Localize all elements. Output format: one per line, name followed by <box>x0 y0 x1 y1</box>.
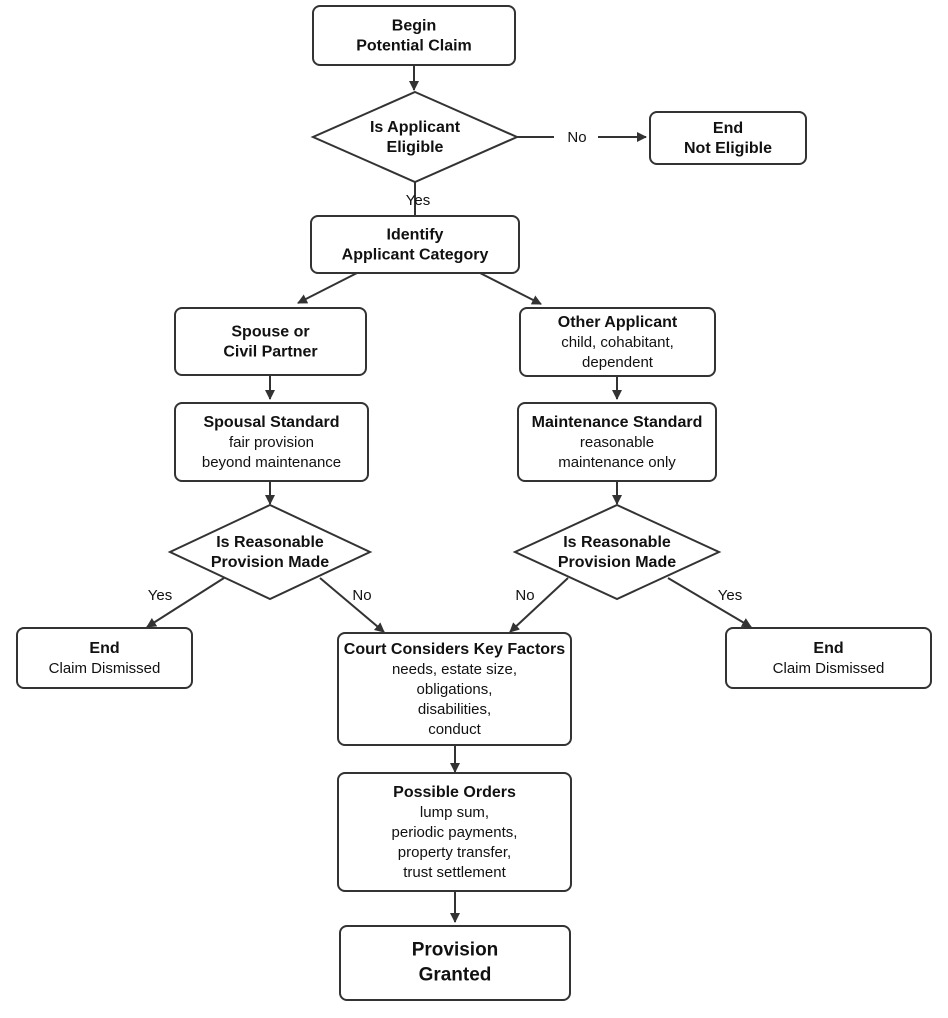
node-title-text: Identify <box>387 227 444 244</box>
node-detail-text: trust settlement <box>403 864 506 881</box>
edge-line <box>146 577 225 628</box>
node-other: Other Applicant child, cohabitant, depende… <box>519 307 716 377</box>
process-box <box>519 307 716 377</box>
node-title-text: Applicant Category <box>342 247 489 264</box>
node-title-text: Court Considers Key Factors <box>344 641 565 658</box>
edge-label: Yes <box>148 587 172 604</box>
process-box <box>310 215 520 274</box>
node-title-text: Eligible <box>387 139 444 156</box>
node-orders: Possible Orders lump sum, periodic payment… <box>337 772 572 892</box>
node-detail-text: needs, estate size, <box>392 661 517 678</box>
node-title-text: Is Reasonable <box>216 534 324 551</box>
decision-diamond <box>310 90 520 184</box>
node-spousal-std: Spousal Standard fair provision beyond mai… <box>174 402 369 482</box>
edge-label: No <box>515 587 534 604</box>
process-box <box>337 772 572 892</box>
node-title-text: Spouse or <box>231 324 309 341</box>
node-title-text: End <box>713 120 743 137</box>
edge-reasonable-right-court: No <box>509 577 569 633</box>
edge-reasonable-left-court: No <box>319 577 385 633</box>
node-spouse: Spouse or Civil Partner <box>174 307 367 376</box>
edge-identify-other <box>479 272 542 305</box>
node-detail-text: Claim Dismissed <box>773 660 885 677</box>
decision-diamond <box>167 503 373 601</box>
node-detail-text: fair provision <box>229 434 314 451</box>
node-title-text: Possible Orders <box>393 784 516 801</box>
edge-line <box>479 272 542 305</box>
node-title-text: Provision Made <box>211 554 329 571</box>
node-detail-text: Claim Dismissed <box>49 660 161 677</box>
edge-reasonable-left-dismissed-left: Yes <box>146 577 225 628</box>
node-detail-text: conduct <box>428 721 481 738</box>
process-box <box>339 925 571 1001</box>
edge-line <box>297 272 358 304</box>
node-title-text: Spousal Standard <box>203 414 339 431</box>
node-detail-text: child, cohabitant, <box>561 334 674 351</box>
node-title-text: Begin <box>392 18 436 35</box>
edge-identify-spouse <box>297 272 358 304</box>
edge-label: Yes <box>406 192 430 209</box>
process-box <box>337 632 572 746</box>
edge-label: Yes <box>718 587 742 604</box>
node-title-text: Provision Made <box>558 554 676 571</box>
node-detail-text: obligations, <box>417 681 493 698</box>
node-title-text: Other Applicant <box>558 314 678 331</box>
edge-eligible-identify: Yes <box>406 182 430 215</box>
node-detail-text: reasonable <box>580 434 654 451</box>
node-detail-text: property transfer, <box>398 844 511 861</box>
node-title-text: End <box>813 640 843 657</box>
edge-eligible-not-eligible: No <box>517 129 647 146</box>
edge-reasonable-right-dismissed-right: Yes <box>667 577 752 628</box>
node-title-text: Granted <box>419 965 492 986</box>
node-title-text: Civil Partner <box>223 344 317 361</box>
node-title-text: Potential Claim <box>356 38 472 55</box>
process-box <box>174 402 369 482</box>
edge-line <box>667 577 752 628</box>
node-detail-text: dependent <box>582 354 654 371</box>
process-box <box>517 402 717 482</box>
process-box <box>174 307 367 376</box>
edge-line <box>509 577 569 633</box>
process-box <box>312 5 516 66</box>
node-title-text: Provision <box>412 940 499 961</box>
node-detail-text: beyond maintenance <box>202 454 341 471</box>
node-title-text: Maintenance Standard <box>532 414 703 431</box>
node-title-text: Not Eligible <box>684 140 772 157</box>
edge-label: No <box>567 129 586 146</box>
process-box <box>649 111 807 165</box>
edge-label: No <box>352 587 371 604</box>
node-detail-text: periodic payments, <box>392 824 518 841</box>
node-maint-std: Maintenance Standard reasonable maintenanc… <box>517 402 717 482</box>
node-detail-text: maintenance only <box>558 454 676 471</box>
node-title-text: Is Reasonable <box>563 534 671 551</box>
node-detail-text: disabilities, <box>418 701 491 718</box>
decision-diamond <box>512 503 722 601</box>
node-title-text: End <box>89 640 119 657</box>
edge-line <box>319 577 385 633</box>
process-box <box>725 627 932 689</box>
node-title-text: Is Applicant <box>370 119 461 136</box>
process-box <box>16 627 193 689</box>
node-court: Court Considers Key Factors needs, estate… <box>337 632 572 746</box>
node-detail-text: lump sum, <box>420 804 489 821</box>
